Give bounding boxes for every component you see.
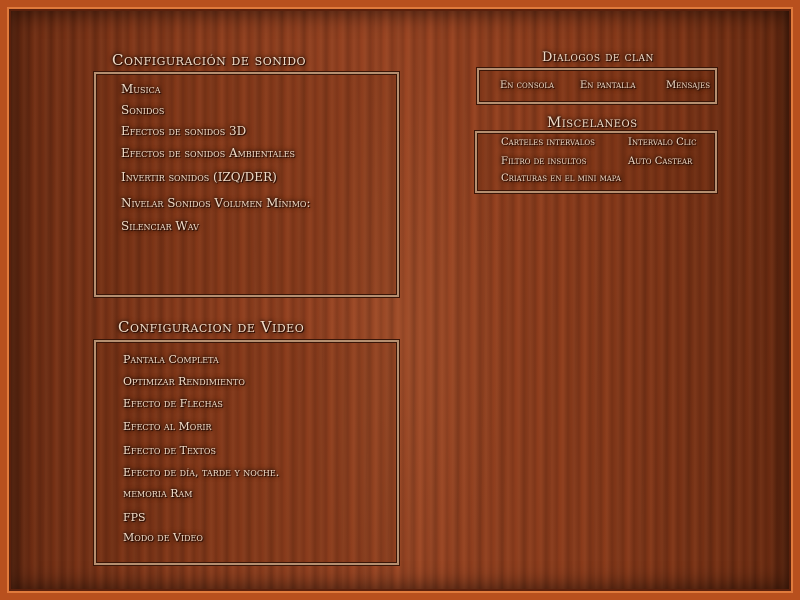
misc-option-click-interval[interactable]: Intervalo Clic: [628, 137, 697, 148]
video-option-death-effect[interactable]: Efecto al Morir: [123, 420, 212, 433]
clan-option-console[interactable]: En consola: [500, 80, 555, 91]
sound-option-invert[interactable]: Invertir sonidos (IZQ/DER): [121, 170, 277, 184]
misc-option-creatures-minimap[interactable]: Criaturas en el mini mapa: [501, 173, 621, 184]
video-option-fps[interactable]: FPS: [123, 511, 146, 524]
sound-option-sounds[interactable]: Sonidos: [121, 103, 165, 117]
sound-option-level-sounds[interactable]: Nivelar Sonidos Volumen Mínimo:: [121, 196, 311, 210]
sound-config-title: Configuración de sonido: [112, 51, 307, 69]
misc-option-auto-cast[interactable]: Auto Castear: [628, 156, 693, 167]
video-option-arrow-effect[interactable]: Efecto de Flechas: [123, 397, 223, 410]
sound-option-3d-effects[interactable]: Efectos de sonidos 3D: [121, 124, 247, 138]
video-config-title: Configuracion de Video: [118, 318, 305, 336]
misc-option-signs-intervals[interactable]: Carteles intervalos: [501, 137, 595, 148]
clan-dialogs-title: Dialogos de clan: [542, 50, 654, 65]
clan-dialogs-panel: [477, 68, 717, 104]
clan-option-messages[interactable]: Mensajes: [666, 80, 711, 91]
sound-option-music[interactable]: Musica: [121, 82, 161, 96]
video-option-fullscreen[interactable]: Pantala Completa: [123, 353, 219, 366]
sound-option-mute-wav[interactable]: Silenciar Wav: [121, 219, 199, 233]
misc-panel: [475, 131, 717, 193]
video-option-text-effect[interactable]: Efecto de Textos: [123, 444, 216, 457]
misc-option-insult-filter[interactable]: Filtro de insultos: [501, 156, 587, 167]
sound-config-panel: [94, 72, 399, 297]
clan-option-screen[interactable]: En pantalla: [580, 80, 636, 91]
misc-title: Miscelaneos: [547, 115, 638, 131]
sound-option-ambient-effects[interactable]: Efectos de sonidos Ambientales: [121, 146, 296, 160]
video-option-ram[interactable]: memoria Ram: [123, 487, 193, 500]
video-option-video-mode[interactable]: Modo de Video: [123, 531, 203, 544]
video-config-panel: [94, 340, 399, 565]
video-option-optimize[interactable]: Optimizar Rendimiento: [123, 375, 245, 388]
video-option-day-night[interactable]: Efecto de día, tarde y noche.: [123, 466, 280, 479]
